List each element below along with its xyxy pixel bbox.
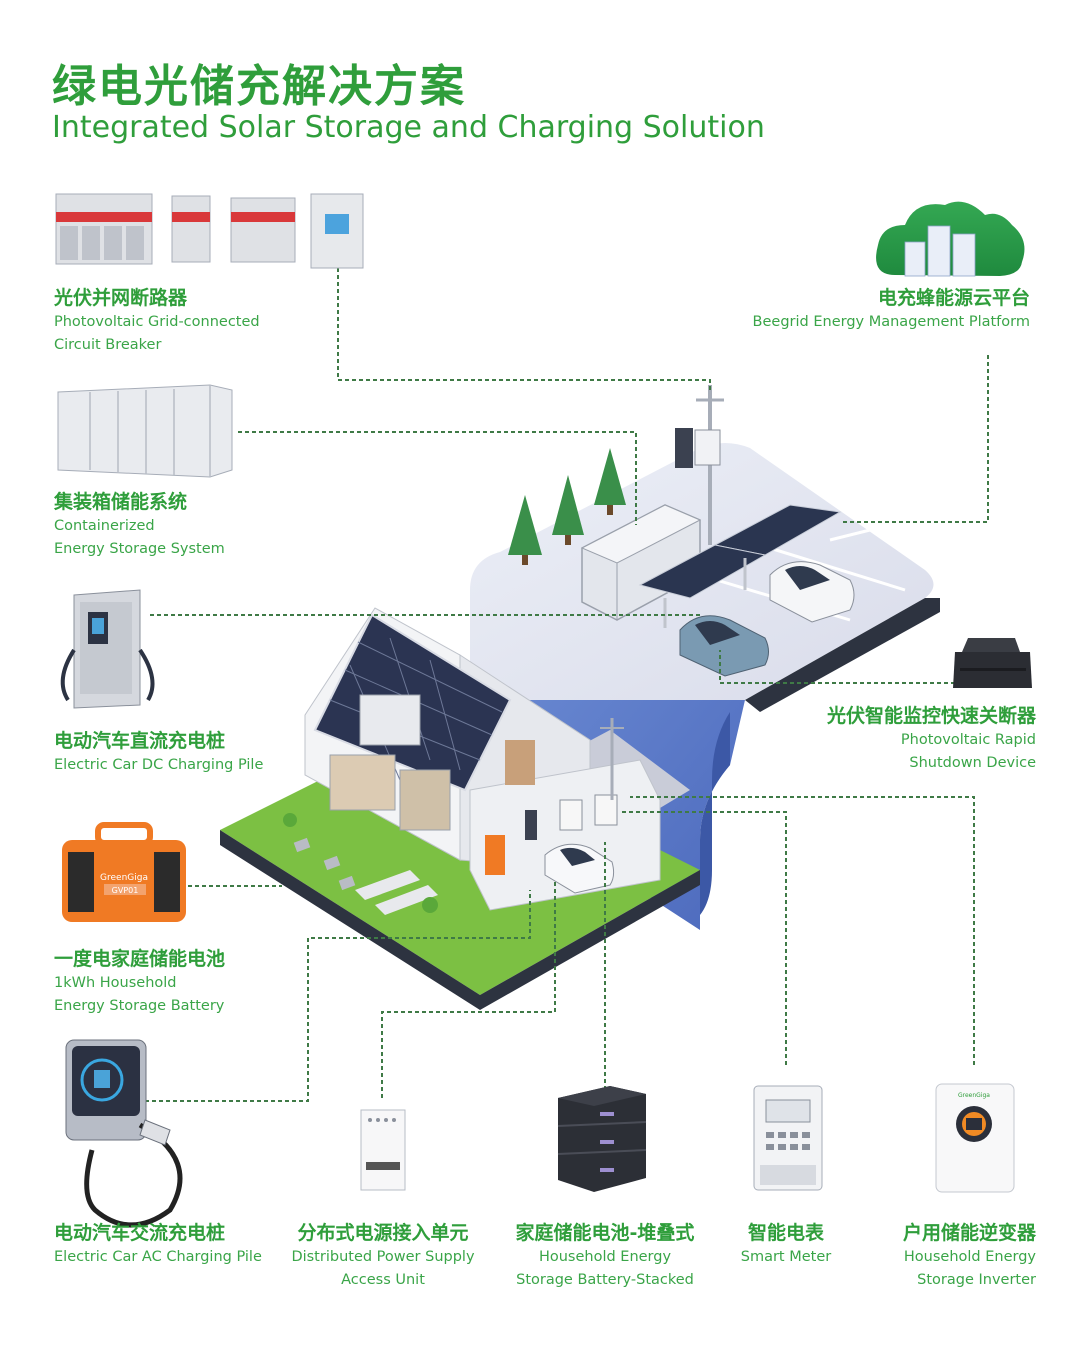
label-rapid-shutdown: 光伏智能监控快速关断器 Photovoltaic Rapid Shutdown … <box>827 703 1036 775</box>
label-inverter-cn: 户用储能逆变器 <box>902 1222 1036 1244</box>
label-dc-pile: 电动汽车直流充电桩 Electric Car DC Charging Pile <box>54 728 263 777</box>
connector-rapid-shutdown <box>719 650 955 684</box>
label-rapid-shutdown-en2: Shutdown Device <box>909 755 1036 771</box>
breaker-images <box>55 193 364 269</box>
label-rapid-shutdown-en1: Photovoltaic Rapid <box>900 732 1036 748</box>
label-stacked-battery-en2: Storage Battery-Stacked <box>516 1272 694 1288</box>
label-platform-en1: Beegrid Energy Management Platform <box>752 314 1030 330</box>
connector-smart-meter <box>620 811 787 1065</box>
label-container-en2: Energy Storage System <box>54 541 225 557</box>
access-unit-image <box>360 1109 406 1191</box>
container-image <box>57 384 233 478</box>
label-breaker-en1: Photovoltaic Grid-connected <box>54 314 260 330</box>
label-stacked-battery-en1: Household Energy <box>538 1249 672 1265</box>
label-inverter-en2: Storage Inverter <box>917 1272 1036 1288</box>
label-ac-pile: 电动汽车交流充电桩 Electric Car AC Charging Pile <box>54 1220 262 1269</box>
battery-model-text: GVP01 <box>112 886 139 895</box>
label-inverter: 户用储能逆变器 Household Energy Storage Inverte… <box>903 1220 1036 1292</box>
smart-meter-image <box>753 1085 823 1191</box>
rapid-shutdown-image <box>953 638 1032 688</box>
label-household-battery-en1: 1kWh Household <box>54 975 177 991</box>
container-storage <box>580 504 702 621</box>
blue-wall-right <box>700 712 730 915</box>
connector-ac-pile <box>145 890 531 1102</box>
label-household-battery-en2: Energy Storage Battery <box>54 998 225 1014</box>
label-smart-meter-cn: 智能电表 <box>747 1222 824 1244</box>
label-stacked-battery-cn: 家庭储能电池-堆叠式 <box>515 1222 695 1244</box>
label-access-unit: 分布式电源接入单元 Distributed Power Supply Acces… <box>278 1220 488 1292</box>
label-container: 集装箱储能系统 Containerized Energy Storage Sys… <box>54 489 225 561</box>
battery-brand-text: GreenGiga <box>100 873 148 883</box>
label-access-unit-en2: Access Unit <box>341 1272 425 1288</box>
connector-inverter <box>630 796 975 1065</box>
label-household-battery-cn: 一度电家庭储能电池 <box>54 948 226 970</box>
label-breaker-cn: 光伏并网断路器 <box>54 287 188 309</box>
label-platform: 电充蜂能源云平台 Beegrid Energy Management Platf… <box>753 285 1030 334</box>
carport-panels <box>638 504 842 628</box>
page-title: 绿电光储充解决方案 <box>52 61 466 112</box>
label-container-en1: Containerized <box>54 518 155 534</box>
household-battery-image: GreenGiga GVP01 <box>62 822 186 922</box>
label-platform-cn: 电充蜂能源云平台 <box>877 287 1030 309</box>
connector-access-unit <box>381 880 556 1098</box>
connector-breaker <box>337 268 711 392</box>
house <box>283 607 661 915</box>
parked-cars <box>679 561 855 677</box>
label-ac-pile-en1: Electric Car AC Charging Pile <box>54 1249 262 1265</box>
connector-lines <box>145 268 989 1102</box>
cloud-platform-image <box>876 201 1025 277</box>
label-household-battery: 一度电家庭储能电池 1kWh Household Energy Storage … <box>54 946 225 1018</box>
label-container-cn: 集装箱储能系统 <box>54 491 188 513</box>
ac-pile-image <box>65 1039 183 1228</box>
label-access-unit-en1: Distributed Power Supply <box>291 1249 475 1265</box>
grid-pole <box>675 385 724 545</box>
label-breaker: 光伏并网断路器 Photovoltaic Grid-connected Circ… <box>54 285 260 357</box>
label-inverter-en1: Household Energy <box>903 1249 1036 1265</box>
label-dc-pile-cn: 电动汽车直流充电桩 <box>54 730 226 752</box>
label-smart-meter-en1: Smart Meter <box>740 1249 832 1265</box>
label-stacked-battery: 家庭储能电池-堆叠式 Household Energy Storage Batt… <box>496 1220 714 1292</box>
label-dc-pile-en1: Electric Car DC Charging Pile <box>54 757 264 773</box>
inverter-image: GreenGiga <box>935 1083 1015 1193</box>
label-ac-pile-cn: 电动汽车交流充电桩 <box>54 1222 226 1244</box>
isometric-scene <box>220 385 940 1010</box>
label-breaker-en2: Circuit Breaker <box>54 337 162 353</box>
stacked-battery-image <box>557 1086 647 1192</box>
trees <box>508 448 626 565</box>
page-subtitle: Integrated Solar Storage and Charging So… <box>52 110 765 145</box>
label-smart-meter: 智能电表 Smart Meter <box>732 1220 840 1269</box>
connector-platform <box>840 355 989 523</box>
label-access-unit-cn: 分布式电源接入单元 <box>297 1222 469 1244</box>
dc-pile-image <box>60 589 155 709</box>
inverter-brand-text: GreenGiga <box>958 1092 990 1099</box>
label-rapid-shutdown-cn: 光伏智能监控快速关断器 <box>826 705 1036 727</box>
